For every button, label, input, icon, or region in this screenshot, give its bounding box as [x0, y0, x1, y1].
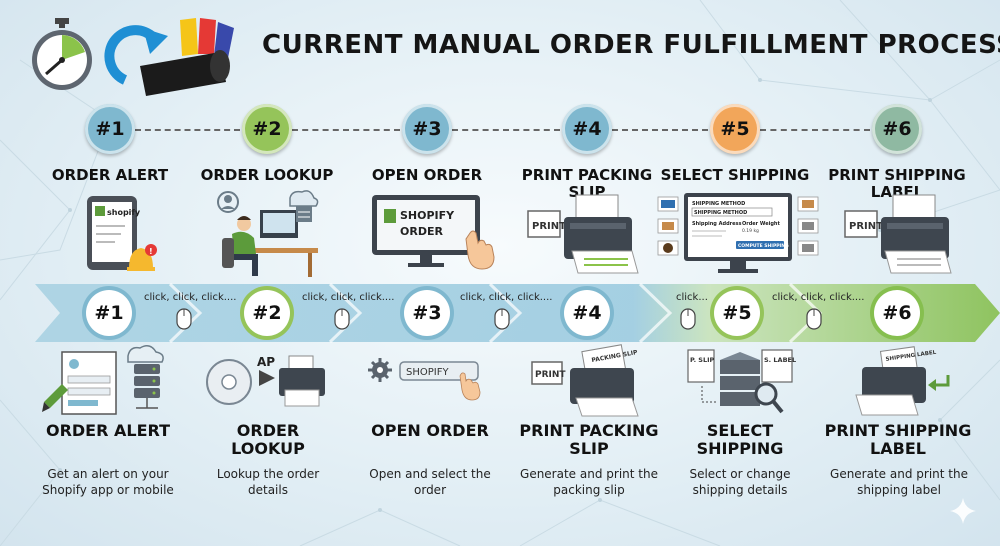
step-label-5: SELECT SHIPPING — [660, 166, 810, 184]
bottom-title-3: OPEN ORDER — [371, 421, 489, 440]
svg-text:!: ! — [149, 247, 153, 256]
step-badge-2: #2 — [242, 104, 292, 154]
step-label-1: ORDER ALERT — [51, 166, 169, 184]
connector-line — [452, 129, 560, 131]
arrow-step-2: #2 — [244, 290, 290, 336]
print-tag: PRINT — [532, 221, 566, 232]
monitor-hand-icon: SHOPIFY ORDER — [370, 193, 500, 275]
gear-button-icon: SHOPIFY — [368, 356, 488, 406]
step-label-2: ORDER LOOKUP — [200, 166, 334, 184]
print-tag: PRINT — [535, 370, 566, 380]
shopify-text: shopify — [107, 208, 141, 217]
arrow-step-1: #1 — [86, 290, 132, 336]
bottom-desc-6: Generate and print the shipping label — [830, 467, 968, 497]
bottom-title-2: ORDER LOOKUP — [231, 421, 305, 458]
svg-text:Shipping Address: Shipping Address — [692, 221, 741, 227]
printer-icon: PRINT PACKING SLIP — [528, 344, 643, 418]
mouse-icon — [334, 308, 350, 330]
step-badge-5: #5 — [710, 104, 760, 154]
connector-line — [135, 129, 240, 131]
mouse-icon — [494, 308, 510, 330]
printer-icon: PRINT — [527, 193, 643, 275]
docs-server-icon: P. SLIP S. LABEL — [686, 346, 796, 418]
bottom-title-4: PRINT PACKING SLIP — [519, 421, 659, 458]
step-badge-4: #4 — [562, 104, 612, 154]
click-text-5: click, click, click.... — [772, 292, 865, 303]
ap-tag: AP — [257, 355, 275, 369]
mouse-icon — [806, 308, 822, 330]
arrow-step-4: #4 — [564, 290, 610, 336]
svg-text:SHIPPING METHOD: SHIPPING METHOD — [694, 210, 747, 216]
cycle-arrow-icon — [104, 18, 234, 96]
bottom-title-1: ORDER ALERT — [45, 421, 171, 440]
bottom-title-6: PRINT SHIPPING LABEL — [824, 421, 972, 458]
person-desk-icon — [212, 190, 322, 280]
bottom-desc-1: Get an alert on your Shopify app or mobi… — [42, 467, 174, 497]
printer-icon: SHIPPING LABEL — [848, 345, 963, 417]
connector-line — [612, 129, 708, 131]
stopwatch-icon — [32, 18, 92, 90]
bottom-desc-2: Lookup the order details — [216, 467, 320, 497]
bottom-desc-4: Generate and print the packing slip — [520, 467, 658, 497]
sparkle-icon — [950, 498, 976, 524]
step-badge-3: #3 — [402, 104, 452, 154]
click-text-4: click... — [676, 292, 708, 303]
step-label-3: OPEN ORDER — [371, 166, 483, 184]
connector-line — [292, 129, 400, 131]
shopify-button-label: SHOPIFY — [406, 367, 449, 378]
printer-icon: PRINT — [844, 193, 960, 275]
logo — [30, 14, 250, 100]
form-server-icon — [40, 344, 170, 416]
print-tag: PRINT — [849, 221, 883, 232]
shipping-screen-icon: SHIPPING METHOD SHIPPING METHOD Shipping… — [656, 191, 821, 279]
tablet-bell-icon: shopify ! — [85, 196, 165, 274]
bottom-desc-3: Open and select the order — [369, 467, 491, 497]
mouse-icon — [680, 308, 696, 330]
disc-printer-icon: AP — [205, 348, 330, 410]
step-badge-6: #6 — [872, 104, 922, 154]
page-title: CURRENT MANUAL ORDER FULFILLMENT PROCESS — [262, 30, 1000, 60]
bottom-title-5: SELECT SHIPPING — [696, 421, 784, 458]
click-text-2: click, click, click.... — [302, 292, 395, 303]
arrow-step-3: #3 — [404, 290, 450, 336]
bottom-desc-5: Select or change shipping details — [689, 467, 791, 497]
mouse-icon — [176, 308, 192, 330]
click-text-3: click, click, click.... — [460, 292, 553, 303]
svg-text:Order Weight: Order Weight — [742, 221, 780, 227]
svg-text:0.19 kg: 0.19 kg — [742, 228, 759, 234]
svg-text:P. SLIP: P. SLIP — [690, 356, 715, 364]
screen-line-1: SHOPIFY — [400, 209, 455, 222]
svg-text:S. LABEL: S. LABEL — [764, 356, 796, 364]
click-text-1: click, click, click.... — [144, 292, 237, 303]
svg-text:SHIPPING METHOD: SHIPPING METHOD — [692, 201, 745, 207]
connector-line — [760, 129, 870, 131]
svg-text:COMPUTE SHIPPING: COMPUTE SHIPPING — [738, 243, 789, 249]
arrow-step-5: #5 — [714, 290, 760, 336]
step-badge-1: #1 — [85, 104, 135, 154]
arrow-step-6: #6 — [874, 290, 920, 336]
screen-line-2: ORDER — [400, 225, 443, 238]
